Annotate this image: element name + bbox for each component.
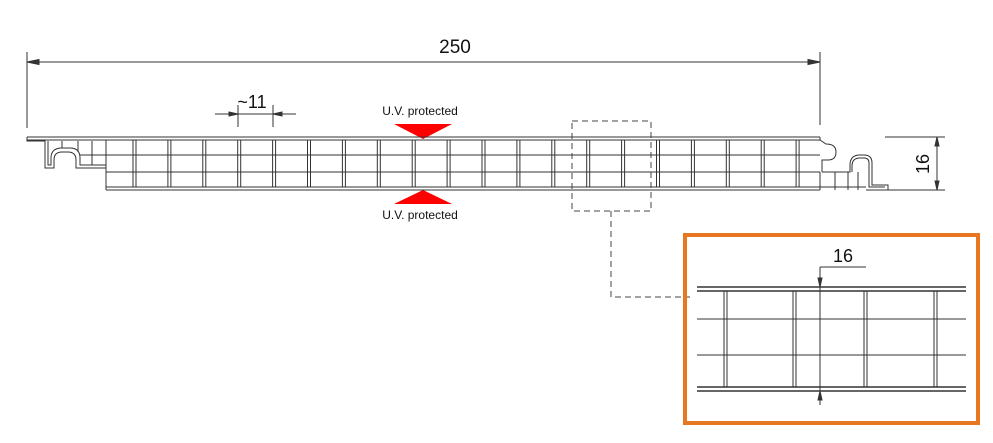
detail-frame <box>683 233 980 425</box>
width-dimension <box>26 52 821 128</box>
cell-pitch-label: ~11 <box>237 92 266 112</box>
uv-bottom-marker <box>394 190 452 204</box>
panel-cross-section <box>26 136 889 191</box>
detail-thickness-label: 16 <box>833 246 853 266</box>
uv-top-marker <box>394 124 452 139</box>
cell-pitch-dimension <box>215 105 296 127</box>
cell-walls <box>132 140 800 187</box>
thickness-label: 16 <box>913 154 933 174</box>
uv-bottom-label: U.V. protected <box>382 208 458 222</box>
uv-top-label: U.V. protected <box>382 104 458 118</box>
width-dimension-label: 250 <box>439 37 471 58</box>
detail-callout <box>571 120 690 298</box>
thickness-dimension <box>885 136 945 191</box>
detail-thickness-dimension <box>817 266 866 405</box>
detail-section <box>697 286 966 392</box>
